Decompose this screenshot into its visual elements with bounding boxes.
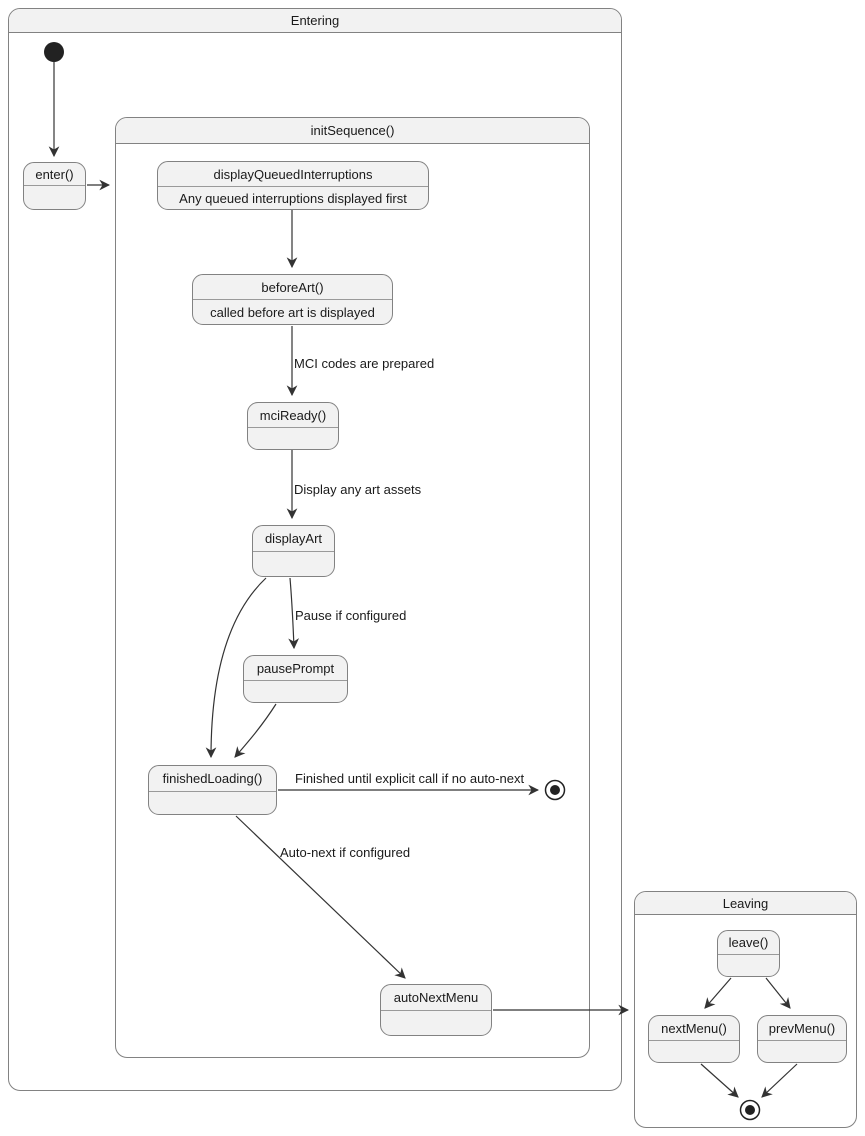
state-next-menu: nextMenu() <box>648 1015 740 1063</box>
state-pause-prompt-title: pausePrompt <box>244 656 347 681</box>
state-before-art: beforeArt() called before art is display… <box>192 274 393 325</box>
edge-label-finished-until-explicit: Finished until explicit call if no auto-… <box>295 771 525 786</box>
state-next-menu-body <box>649 1041 739 1062</box>
edge-label-mci-codes: MCI codes are prepared <box>294 356 435 371</box>
state-prev-menu: prevMenu() <box>757 1015 847 1063</box>
state-display-art-title: displayArt <box>253 526 334 552</box>
composite-state-leaving-title: Leaving <box>635 892 856 915</box>
state-mci-ready: mciReady() <box>247 402 339 450</box>
composite-state-init-sequence-title: initSequence() <box>116 118 589 144</box>
state-pause-prompt: pausePrompt <box>243 655 348 703</box>
state-auto-next-menu: autoNextMenu <box>380 984 492 1036</box>
state-leave-body <box>718 955 779 976</box>
state-next-menu-title: nextMenu() <box>649 1016 739 1041</box>
state-mci-ready-title: mciReady() <box>248 403 338 428</box>
state-leave-title: leave() <box>718 931 779 955</box>
edge-label-auto-next-if-configured: Auto-next if configured <box>280 845 411 860</box>
composite-state-entering: Entering <box>8 8 622 1091</box>
state-prev-menu-body <box>758 1041 846 1062</box>
edge-label-display-art-assets: Display any art assets <box>294 482 422 497</box>
state-display-queued-interruptions-description: Any queued interruptions displayed first <box>179 190 407 206</box>
state-finished-loading: finishedLoading() <box>148 765 277 815</box>
composite-state-init-sequence: initSequence() <box>115 117 590 1058</box>
composite-state-leaving: Leaving <box>634 891 857 1128</box>
state-finished-loading-title: finishedLoading() <box>149 766 276 792</box>
state-display-queued-interruptions: displayQueuedInterruptions Any queued in… <box>157 161 429 210</box>
state-auto-next-menu-body <box>381 1011 491 1035</box>
state-enter-title: enter() <box>24 163 85 186</box>
state-enter: enter() <box>23 162 86 210</box>
state-display-queued-interruptions-title: displayQueuedInterruptions <box>158 162 428 187</box>
edge-label-pause-if-configured: Pause if configured <box>295 608 407 623</box>
state-before-art-title: beforeArt() <box>193 275 392 300</box>
state-display-art: displayArt <box>252 525 335 577</box>
state-before-art-description: called before art is displayed <box>210 304 375 320</box>
state-auto-next-menu-title: autoNextMenu <box>381 985 491 1011</box>
state-leave: leave() <box>717 930 780 977</box>
state-finished-loading-body <box>149 792 276 814</box>
state-mci-ready-body <box>248 428 338 449</box>
composite-state-entering-title: Entering <box>9 9 621 33</box>
state-prev-menu-title: prevMenu() <box>758 1016 846 1041</box>
state-enter-body <box>24 186 85 209</box>
state-pause-prompt-body <box>244 681 347 702</box>
state-display-art-body <box>253 552 334 576</box>
